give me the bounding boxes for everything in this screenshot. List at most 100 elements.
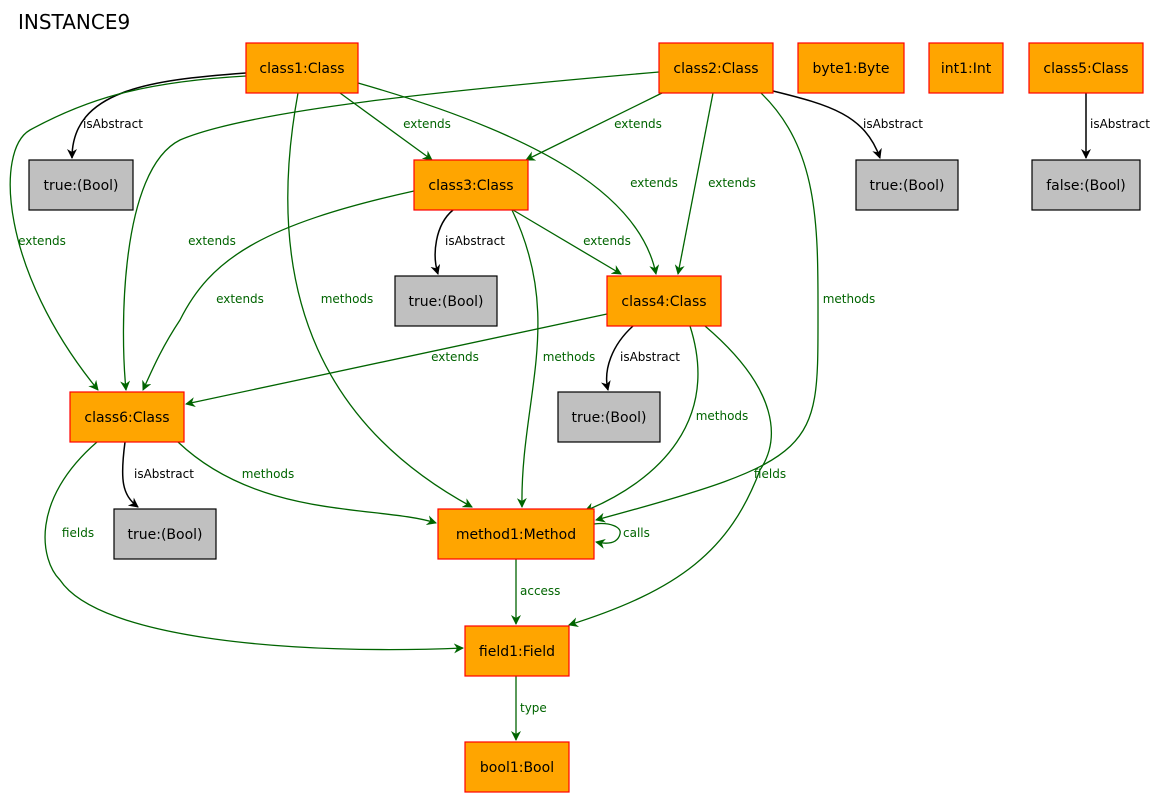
object-box [437, 508, 595, 560]
edge-label: extends [431, 350, 479, 364]
object-box [69, 391, 185, 443]
edge-class2-extends-class3: extends [525, 92, 663, 161]
edge-line [44, 441, 464, 654]
edge-class3-extends-class6: extends [142, 190, 415, 391]
node-true-c2: true:(Bool) [855, 159, 959, 211]
edge-line [600, 325, 634, 391]
edge-line [772, 90, 882, 159]
node-label: class4:Class [621, 294, 706, 310]
object-box [464, 741, 570, 793]
edge-label: type [520, 701, 547, 715]
edge-class2-extends-class4: extends [674, 92, 756, 275]
node-label: class3:Class [428, 178, 513, 194]
diagram-title: INSTANCE9 [18, 10, 131, 34]
value-box [557, 391, 661, 443]
edge-label: calls [623, 526, 650, 540]
edge-line [430, 209, 454, 275]
edge-line [142, 190, 415, 391]
edge-field1-type-bool1: type [511, 676, 547, 741]
edge-line [674, 92, 714, 275]
edge-class3-methods-method1: methods [511, 209, 595, 508]
edge-line [525, 92, 663, 161]
node-class4: class4:Class [606, 275, 722, 327]
edge-line [121, 441, 139, 508]
edge-label: extends [403, 117, 451, 131]
edge-label: fields [62, 526, 94, 540]
object-box [658, 42, 774, 94]
node-class2: class2:Class [658, 42, 774, 94]
edge-line [593, 522, 621, 549]
object-box [464, 625, 570, 677]
node-true-c4: true:(Bool) [557, 391, 661, 443]
edge-method1-access-field1: access [511, 559, 560, 625]
edge-label: extends [18, 234, 66, 248]
edge-line [287, 92, 473, 508]
node-false-c5: false:(Bool) [1031, 159, 1141, 211]
edge-class1-extends-class3: extends [339, 92, 451, 161]
value-box [28, 159, 134, 211]
edge-label: isAbstract [620, 350, 680, 364]
node-label: class6:Class [84, 410, 169, 426]
node-label: true:(Bool) [572, 410, 647, 426]
node-label: class2:Class [673, 61, 758, 77]
edge-label: isAbstract [134, 467, 194, 481]
node-label: bool1:Bool [480, 760, 554, 776]
node-class6: class6:Class [69, 391, 185, 443]
node-label: true:(Bool) [128, 527, 203, 543]
node-label: method1:Method [456, 527, 576, 543]
edge-class4-isabstract-true_c4: isAbstract [600, 325, 680, 391]
edge-label: methods [823, 292, 876, 306]
edge-label: extends [708, 176, 756, 190]
edge-class1-extends-class6: extends [9, 75, 247, 391]
edge-label: extends [583, 234, 631, 248]
node-true-c6: true:(Bool) [113, 508, 217, 560]
edge-class3-isabstract-true_c3: isAbstract [430, 209, 505, 275]
edge-label: extends [216, 292, 264, 306]
object-box [245, 42, 359, 94]
edge-label: extends [614, 117, 662, 131]
edge-class6-isabstract-true_c6: isAbstract [121, 441, 194, 508]
edge-label: access [520, 584, 560, 598]
object-box [413, 159, 529, 211]
edge-label: fields [754, 467, 786, 481]
node-label: true:(Bool) [44, 178, 119, 194]
edge-class2-methods-method1: methods [595, 92, 876, 523]
edge-class4-fields-field1: fields [568, 325, 786, 628]
value-box [113, 508, 217, 560]
edge-class3-extends-class4: extends [512, 209, 631, 275]
edge-label: isAbstract [863, 117, 923, 131]
node-label: true:(Bool) [870, 178, 945, 194]
edge-class6-fields-field1: fields [44, 441, 464, 654]
edge-label: isAbstract [1090, 117, 1150, 131]
edge-class2-extends-class6: extends [120, 71, 660, 391]
edge-line [511, 209, 539, 508]
node-label: int1:Int [941, 61, 992, 77]
object-box [797, 42, 905, 94]
edge-class6-methods-method1: methods [177, 441, 437, 526]
node-true-c1: true:(Bool) [28, 159, 134, 211]
object-box [1028, 42, 1144, 94]
edge-line [568, 325, 772, 628]
edge-line [357, 82, 660, 275]
edge-class4-extends-class6: extends [185, 313, 608, 408]
edge-method1-calls-method1: calls [593, 522, 650, 549]
edge-class4-methods-method1: methods [584, 325, 748, 513]
edge-class5-isabstract-false_c5: isAbstract [1081, 93, 1150, 159]
node-label: field1:Field [479, 644, 555, 660]
edge-line [512, 209, 622, 275]
object-box [928, 42, 1004, 94]
node-class1: class1:Class [245, 42, 359, 94]
value-box [1031, 159, 1141, 211]
node-bool1: bool1:Bool [464, 741, 570, 793]
edge-label: methods [321, 292, 374, 306]
node-field1: field1:Field [464, 625, 570, 677]
edge-label: isAbstract [83, 117, 143, 131]
edge-line [177, 441, 437, 526]
node-label: class1:Class [259, 61, 344, 77]
edge-class2-isabstract-true_c2: isAbstract [772, 90, 923, 159]
node-int1: int1:Int [928, 42, 1004, 94]
edge-label: methods [242, 467, 295, 481]
edge-class1-extends-class4: extends [357, 82, 678, 275]
object-box [606, 275, 722, 327]
